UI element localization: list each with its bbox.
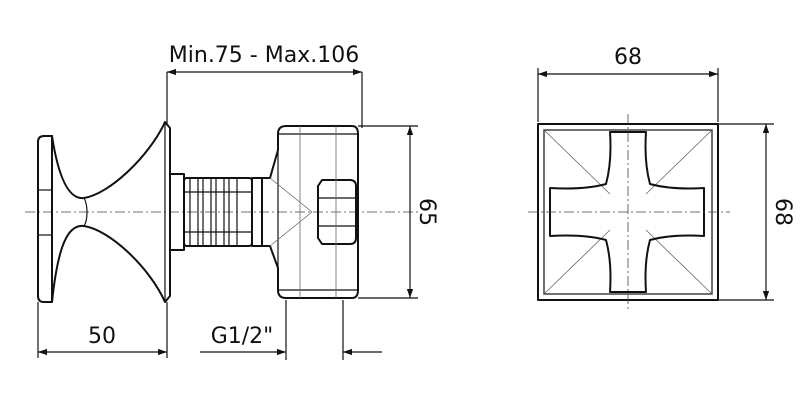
front-view: 68 68 [528, 45, 795, 310]
valve-housing [261, 125, 359, 299]
spindle [169, 173, 263, 251]
handle-depth-label: 50 [88, 324, 116, 349]
cross-handle [549, 131, 705, 293]
housing-height-dimension: 65 [358, 125, 439, 299]
housing-height-label: 65 [414, 198, 439, 226]
side-view: Min.75 - Max.106 65 50 G1/2" [25, 43, 439, 360]
wall-flange [37, 135, 53, 303]
thread-dimension: G1/2" [200, 300, 382, 360]
depth-range-dimension: Min.75 - Max.106 [166, 43, 363, 128]
front-width-dimension: 68 [537, 45, 719, 122]
front-width-label: 68 [614, 45, 642, 70]
handle-depth-dimension: 50 [37, 302, 168, 358]
thread-label: G1/2" [211, 324, 274, 349]
front-height-label: 68 [770, 198, 795, 226]
depth-range-label: Min.75 - Max.106 [169, 43, 359, 68]
front-height-dimension: 68 [718, 123, 795, 301]
